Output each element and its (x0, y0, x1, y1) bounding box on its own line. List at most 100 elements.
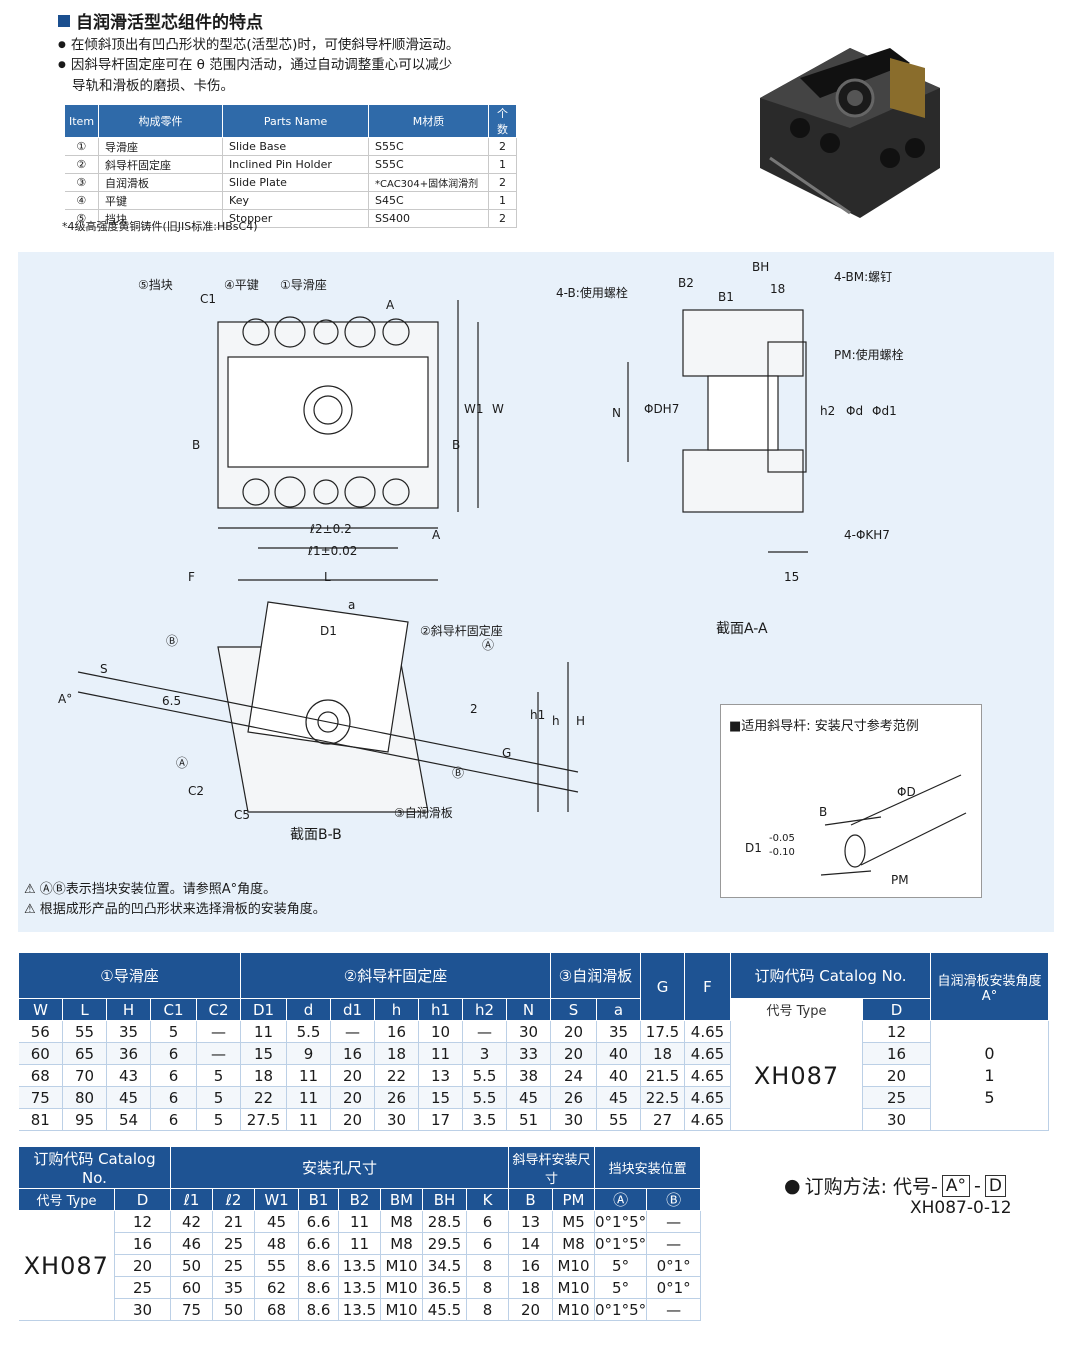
cell: 4.65 (684, 1042, 731, 1065)
cell: 14 (508, 1232, 553, 1255)
cell: M8 (552, 1232, 595, 1255)
group-pin-holder: ②斜导杆固定座 (240, 952, 551, 999)
sub-h2: h2 (462, 998, 507, 1021)
sub-d: d (286, 998, 331, 1021)
cell: 20 (508, 1298, 553, 1321)
cell: 35 (106, 1020, 151, 1043)
label-18: 18 (770, 282, 786, 296)
group-pin-install: 斜导杆安装尺寸 (508, 1146, 595, 1189)
label-a-degree: A° (58, 692, 73, 706)
cell: 30 (114, 1298, 171, 1321)
cell: 45.5 (422, 1298, 467, 1321)
inset-label-b: B (819, 805, 828, 819)
cell: 12 (114, 1210, 171, 1233)
order-box-a: A° (941, 1174, 971, 1197)
cell: 68 (254, 1298, 299, 1321)
order-label: 订购方法: 代号- (804, 1176, 938, 1198)
table-row: 60 65 36 6 — 15 9 16 18 11 3 33 20 40 18… (18, 1042, 1049, 1065)
cell: 6.6 (298, 1232, 339, 1255)
cell: 35 (212, 1276, 255, 1299)
product-photo (760, 48, 940, 218)
cell: 17 (418, 1108, 463, 1131)
sub-type-2: 代号 Type (18, 1188, 115, 1211)
inset-label-tol-upper: -0.05 (769, 833, 795, 844)
label-slide-base: ①导滑座 (280, 278, 327, 292)
mounting-spec-table: 订购代码 Catalog No. 安装孔尺寸 斜导杆安装尺寸 挡块安装位置 代号… (18, 1146, 702, 1321)
table-row: 81 95 54 6 5 27.5 11 20 30 17 3.5 51 30 … (18, 1108, 1049, 1131)
label-pin-holder: ②斜导杆固定座 (420, 624, 503, 638)
cell: 55 (62, 1020, 107, 1043)
cell: ⑤ (64, 209, 100, 228)
cell: 6 (150, 1064, 197, 1087)
inset-label-phi-d: ΦD (897, 785, 916, 799)
label-b-left: B (192, 438, 201, 452)
cell: 21.5 (640, 1064, 685, 1087)
label-a-dim: a (348, 598, 356, 612)
cell: 70 (62, 1064, 107, 1087)
sub-l2: ℓ2 (212, 1188, 255, 1211)
cell: 6 (150, 1108, 197, 1131)
cell: ③ (64, 173, 100, 192)
cell: Inclined Pin Holder (222, 155, 370, 174)
page-title: 自润滑活型芯组件的特点 (58, 8, 263, 33)
cell: 25 (862, 1086, 931, 1109)
cell: 16 (330, 1042, 375, 1065)
cell: M10 (380, 1276, 423, 1299)
label-h: h (552, 714, 560, 728)
label-4bm-screw: 4-BM:螺钉 (834, 270, 893, 284)
parts-header-component: 构成零件 (98, 104, 224, 138)
cell: 15 (418, 1086, 463, 1109)
cell: 30 (506, 1020, 551, 1043)
cell: 28.5 (422, 1210, 467, 1233)
cell: 20 (550, 1020, 597, 1043)
table-row: 56 55 35 5 — 11 5.5 — 16 10 — 30 20 35 1… (18, 1020, 1049, 1131)
angle-0: 0 (984, 1043, 995, 1063)
cell: 34.5 (422, 1254, 467, 1277)
cell: 13.5 (338, 1254, 381, 1277)
cell: 8 (466, 1276, 509, 1299)
cell: 导滑座 (98, 137, 224, 156)
cell: — (330, 1020, 375, 1043)
cell: 65 (62, 1042, 107, 1065)
sub-c1: C1 (150, 998, 197, 1021)
cell: M10 (380, 1254, 423, 1277)
drawing-lines (77, 300, 808, 813)
angle-1: 1 (984, 1065, 995, 1085)
cell: 75 (170, 1298, 213, 1321)
feature-bullet-2-cont: 导轨和滑板的磨损、卡伤。 (72, 78, 234, 94)
sub-d-2: D (114, 1188, 171, 1211)
label-h-big: H (576, 714, 586, 728)
cell: — (196, 1020, 241, 1043)
cell: 5.5 (286, 1020, 331, 1043)
cell: 43 (106, 1064, 151, 1087)
cell: 20 (330, 1108, 375, 1131)
drawing-note-1: ⚠ ⒶⒷ表示挡块安装位置。请参照A°角度。 (24, 882, 277, 897)
cell: 55 (254, 1254, 299, 1277)
cell: 5 (196, 1108, 241, 1131)
cell: 18 (508, 1276, 553, 1299)
inset-label-tol-lower: -0.10 (769, 847, 795, 858)
cell: 60 (170, 1276, 213, 1299)
cell: 4.65 (684, 1064, 731, 1087)
label-phi-d: Φd (846, 404, 864, 418)
cell: 95 (62, 1108, 107, 1131)
cell: Slide Plate (222, 173, 370, 192)
cell: 0°1° (646, 1254, 702, 1277)
table-row: 30 75 50 68 8.6 13.5 M10 45.5 8 20 M10 0… (19, 1298, 702, 1321)
cell: 25 (114, 1276, 171, 1299)
cell: 3 (462, 1042, 507, 1065)
label-g: G (502, 746, 512, 760)
cell: M10 (552, 1254, 595, 1277)
cell: 0°1°5° (594, 1232, 648, 1255)
cell: 30 (862, 1108, 931, 1131)
label-l: L (324, 570, 331, 584)
cell: M10 (380, 1298, 423, 1321)
cell: 56 (18, 1020, 63, 1043)
cell: M10 (552, 1276, 595, 1299)
sub-k: K (466, 1188, 509, 1211)
cell: 5.5 (462, 1086, 507, 1109)
label-a-circle-bottom: Ⓐ (176, 756, 189, 770)
label-6-5: 6.5 (162, 694, 182, 708)
cell: 2 (488, 209, 518, 228)
cell: 75 (18, 1086, 63, 1109)
